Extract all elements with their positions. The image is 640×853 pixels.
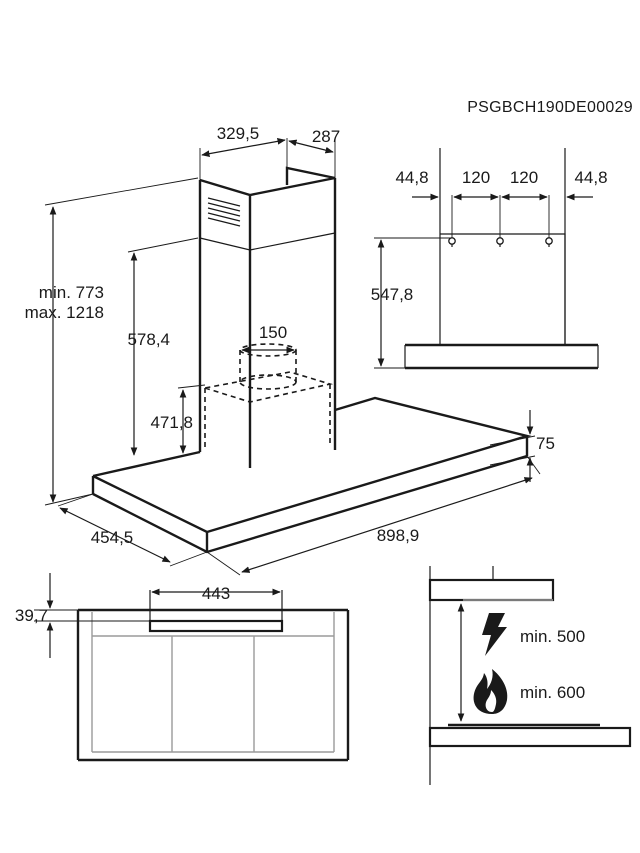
- canopy-thickness-label: 75: [536, 434, 555, 453]
- keyhole-slot-center-icon: [496, 237, 504, 247]
- total-height-min-label: min. 773: [39, 283, 104, 302]
- duct-diameter-label: 150: [259, 323, 287, 342]
- gas-min-label: min. 600: [520, 683, 585, 702]
- keyhole-slot-right-icon: [545, 237, 553, 247]
- chimney-width-label: 329,5: [217, 124, 260, 143]
- motor-box: [204, 343, 334, 466]
- spacing-left-label: 120: [462, 168, 490, 187]
- lightning-bolt-icon: [482, 613, 507, 656]
- chimney-height-label: 578,4: [127, 330, 170, 349]
- offset-height-label: 39,7: [15, 606, 48, 625]
- edge-left-label: 44,8: [395, 168, 428, 187]
- motor-height-label: 471,8: [150, 413, 193, 432]
- total-height-max-label: max. 1218: [25, 303, 104, 322]
- keyhole-slot-left-icon: [448, 237, 456, 247]
- main-view: 329,5 287 min. 773 max. 1218 578,4 471,8…: [25, 124, 555, 576]
- chimney: [198, 166, 337, 468]
- flame-icon: [473, 669, 508, 714]
- clearance-view: min. 500 min. 600: [428, 566, 632, 785]
- opening-width-label: 443: [202, 584, 230, 603]
- chimney-depth-label: 287: [312, 127, 340, 146]
- spacing-right-label: 120: [510, 168, 538, 187]
- vent-slots-icon: [207, 197, 241, 227]
- model-code: PSGBCH190DE00029: [467, 99, 633, 116]
- edge-right-label: 44,8: [574, 168, 607, 187]
- mounting-view: 44,8 120 120 44,8 547,8: [371, 148, 608, 370]
- electric-min-label: min. 500: [520, 627, 585, 646]
- front-view: 443 39,7: [15, 573, 350, 762]
- bracket-height-label: 547,8: [371, 285, 414, 304]
- canopy-width-label: 898,9: [377, 526, 420, 545]
- canopy-depth-label: 454,5: [91, 528, 134, 547]
